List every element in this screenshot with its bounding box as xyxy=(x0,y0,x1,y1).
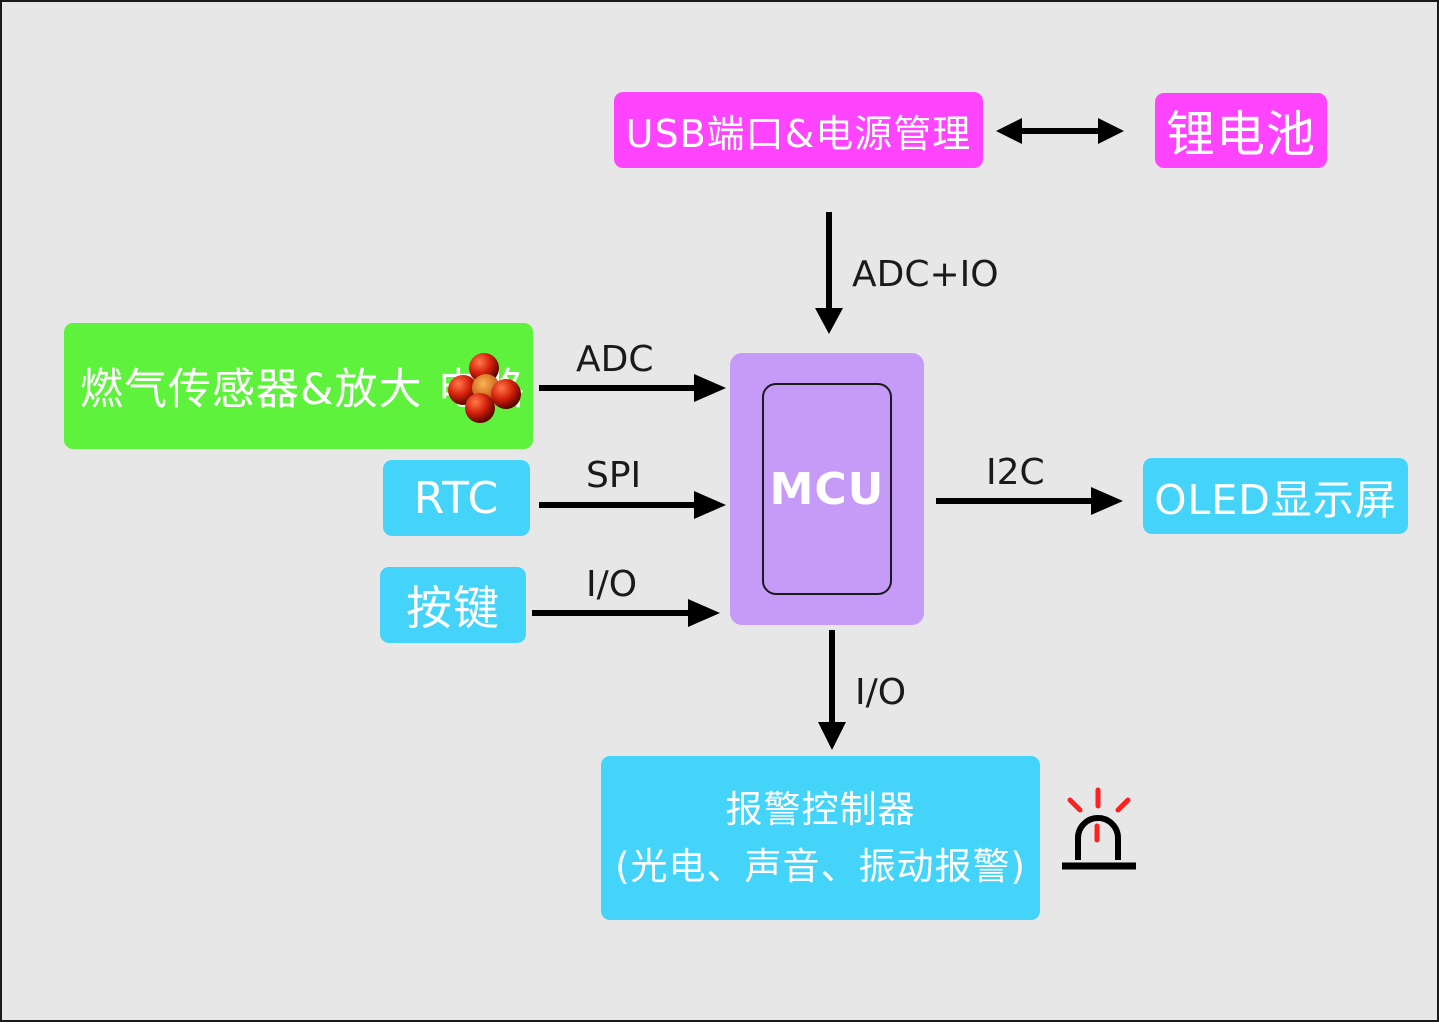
arrow-usb-battery xyxy=(996,118,1124,144)
link-label-gas-to-mcu: ADC xyxy=(576,339,654,380)
rtc-label: RTC xyxy=(413,472,500,524)
arrow-rtc-to-mcu xyxy=(539,491,726,519)
mcu-chip: MCU xyxy=(762,383,892,595)
alarm-controller-label: 报警控制器 xyxy=(725,787,916,831)
link-label-mcu-to-alarm: I/O xyxy=(855,672,907,713)
link-label-mcu-to-oled: I2C xyxy=(986,452,1045,493)
link-label-power-to-mcu: ADC+IO xyxy=(852,254,999,295)
oled-label: OLED显示屏 xyxy=(1154,476,1397,524)
usb-power-label: USB端口&电源管理 xyxy=(625,111,972,156)
mcu-label: MCU xyxy=(769,463,885,515)
arrow-gas-to-mcu xyxy=(539,374,726,402)
battery-label: 锂电池 xyxy=(1165,106,1316,163)
link-label-keys-to-mcu: I/O xyxy=(586,564,638,605)
keys-block: 按键 xyxy=(380,567,526,643)
arrow-keys-to-mcu xyxy=(532,599,720,627)
arrow-power-to-mcu xyxy=(815,212,843,334)
usb-power-block: USB端口&电源管理 xyxy=(614,92,983,168)
siren-icon xyxy=(1062,787,1136,870)
rtc-block: RTC xyxy=(383,460,530,536)
mcu-block: MCU xyxy=(730,353,924,625)
link-label-rtc-to-mcu: SPI xyxy=(586,455,642,496)
alarm-controller-block: 报警控制器 (光电、声音、振动报警) xyxy=(601,756,1040,920)
battery-block: 锂电池 xyxy=(1155,93,1327,168)
arrow-mcu-to-oled xyxy=(936,487,1123,515)
arrow-mcu-to-alarm xyxy=(818,630,846,750)
gas-molecule-icon xyxy=(448,353,521,423)
keys-label: 按键 xyxy=(406,581,500,635)
oled-block: OLED显示屏 xyxy=(1143,458,1408,534)
alarm-types-label: (光电、声音、振动报警) xyxy=(615,845,1026,888)
